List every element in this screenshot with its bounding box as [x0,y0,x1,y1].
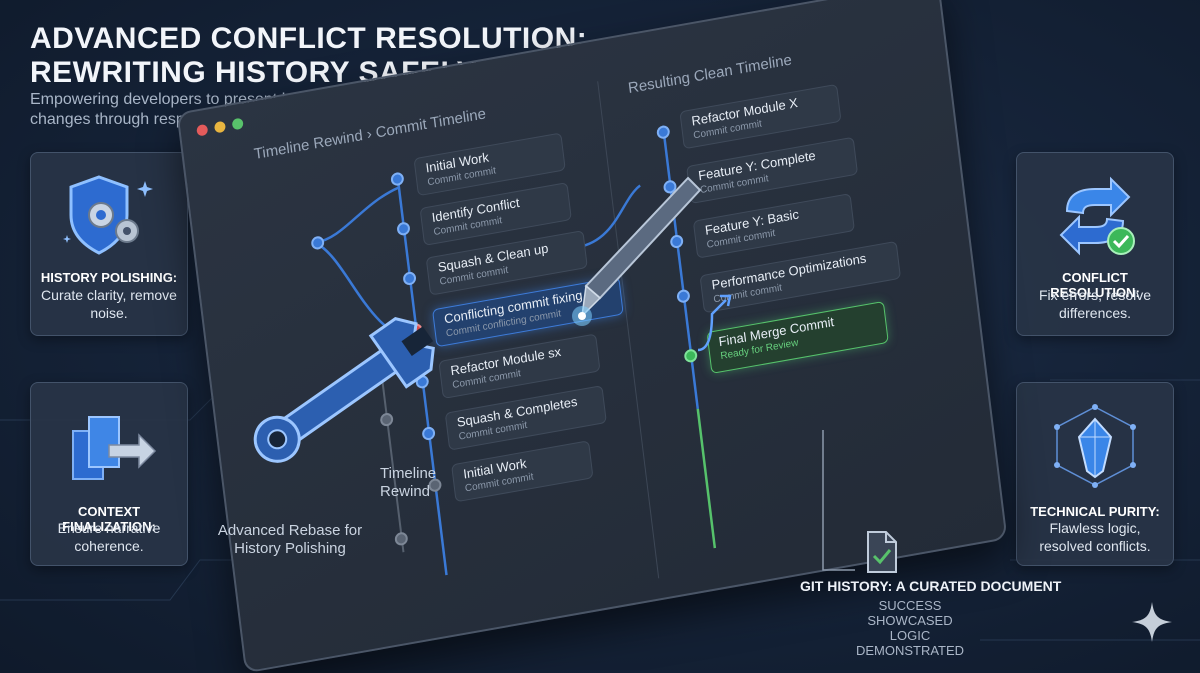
curated-line-2: LOGIC DEMONSTRATED [855,628,965,658]
curated-document-subtitle: SUCCESS SHOWCASED LOGIC DEMONSTRATED [840,598,980,658]
wrench-icon [253,317,435,463]
card-title: CONFLICT RESOLUTION: [1050,270,1140,300]
sync-check-icon [1059,176,1135,256]
card-title: CONTEXT FINALIZATION: [62,504,156,534]
card-title: TECHNICAL PURITY: [1030,504,1160,519]
document-check-icon [867,531,897,573]
title-line-1: ADVANCED CONFLICT RESOLUTION: [30,22,588,55]
card-context-finalization: CONTEXT FINALIZATION: Ensure narrative c… [30,382,188,566]
card-description: Fix errors, resolve differences. [1038,287,1152,321]
shield-gear-icon [63,175,153,255]
timeline-rewind-label: Timeline Rewind [380,465,437,500]
card-technical-purity: TECHNICAL PURITY: Flawless logic, resolv… [1016,382,1174,566]
crystal-icon [1054,404,1136,488]
card-description: Flawless logic, resolved conflicts. [1039,520,1151,554]
card-description: Curate clarity, remove noise. [41,287,177,321]
card-history-polishing: HISTORY POLISHING: Curate clarity, remov… [30,152,188,336]
rebase-note: Advanced Rebase for History Polishing [217,522,363,557]
card-conflict-resolution: CONFLICT RESOLUTION: Fix errors, resolve… [1016,152,1174,336]
pen-icon [572,176,702,326]
card-description: Ensure narrative coherence. [57,520,161,554]
card-title: HISTORY POLISHING: [40,270,178,285]
curated-line-1: SUCCESS SHOWCASED [867,598,953,628]
connector-lines [822,430,855,571]
sparkle-icon [1132,602,1172,642]
flow-arrow-icon [697,294,732,352]
curated-document-title: GIT HISTORY: A CURATED DOCUMENT [800,578,1062,594]
layers-arrow-icon [72,416,157,480]
